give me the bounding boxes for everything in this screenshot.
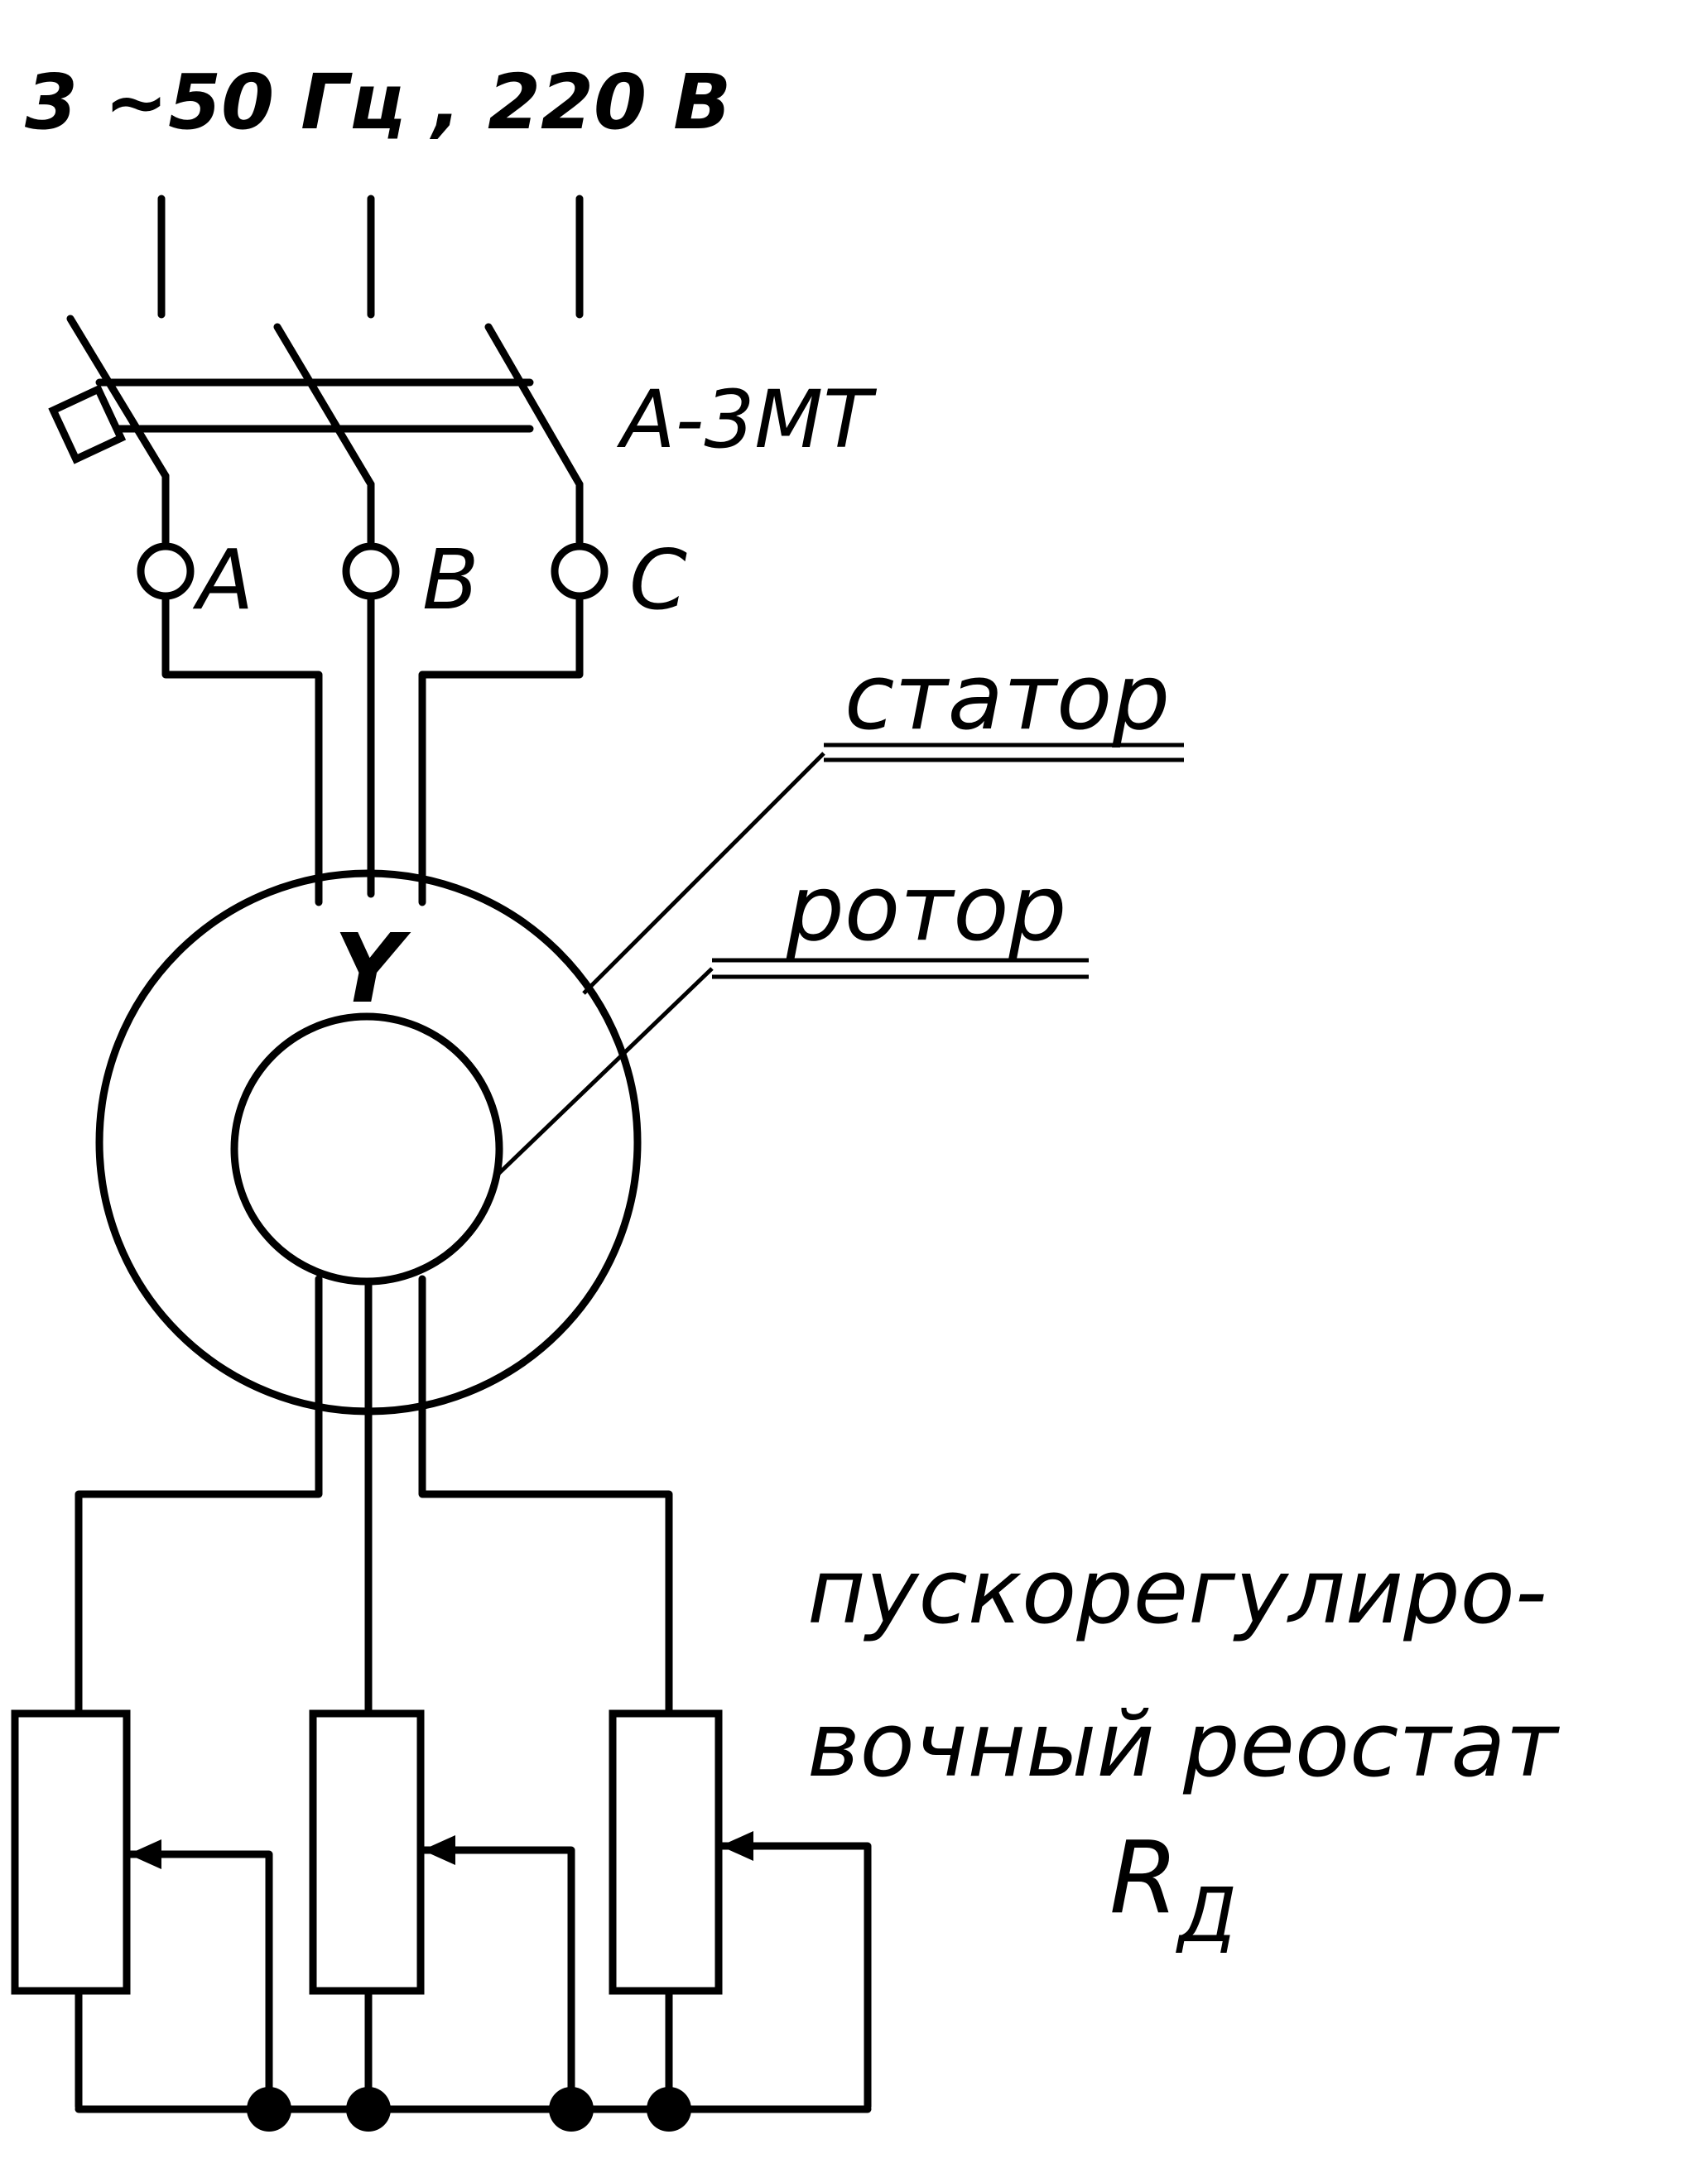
stator-leads: [161, 592, 584, 906]
terminal-a: [137, 542, 195, 600]
terminal-b: [342, 542, 400, 600]
rheostat-1: [11, 1709, 273, 2111]
rheostat-label-line1: пускорегулиро-: [807, 1541, 1547, 1644]
stator-leader-line: [582, 752, 825, 995]
terminal-b-label: В: [422, 531, 479, 628]
terminal-c-label: С: [629, 531, 687, 628]
rotor-label: ротор: [786, 855, 1066, 961]
circuit-breaker: [48, 315, 584, 488]
stator-connection-symbol: Y: [334, 914, 411, 1025]
rotor: [230, 1012, 503, 1286]
breaker-label: А-3МТ: [616, 373, 877, 466]
supply-label: 3 ~50 Гц , 220 В: [25, 58, 731, 147]
rotor-leads: [75, 1275, 673, 1714]
rheostat-symbol-subscript: Д: [1175, 1872, 1236, 1959]
rheostat-2: [309, 1709, 575, 2111]
supply-lines: [157, 195, 584, 319]
breaker-handle: [48, 384, 127, 464]
rheostat-symbol: RД: [1109, 1821, 1237, 1959]
junction-dots: [247, 2087, 691, 2132]
stator-label: статор: [844, 644, 1170, 750]
rheostat-label-line2: вочный реостат: [807, 1694, 1560, 1797]
terminal-c: [551, 542, 609, 600]
rotor-leader-line: [495, 967, 714, 1177]
rheostat-symbol-main: R: [1109, 1821, 1178, 1936]
terminal-a-label: А: [192, 531, 253, 628]
